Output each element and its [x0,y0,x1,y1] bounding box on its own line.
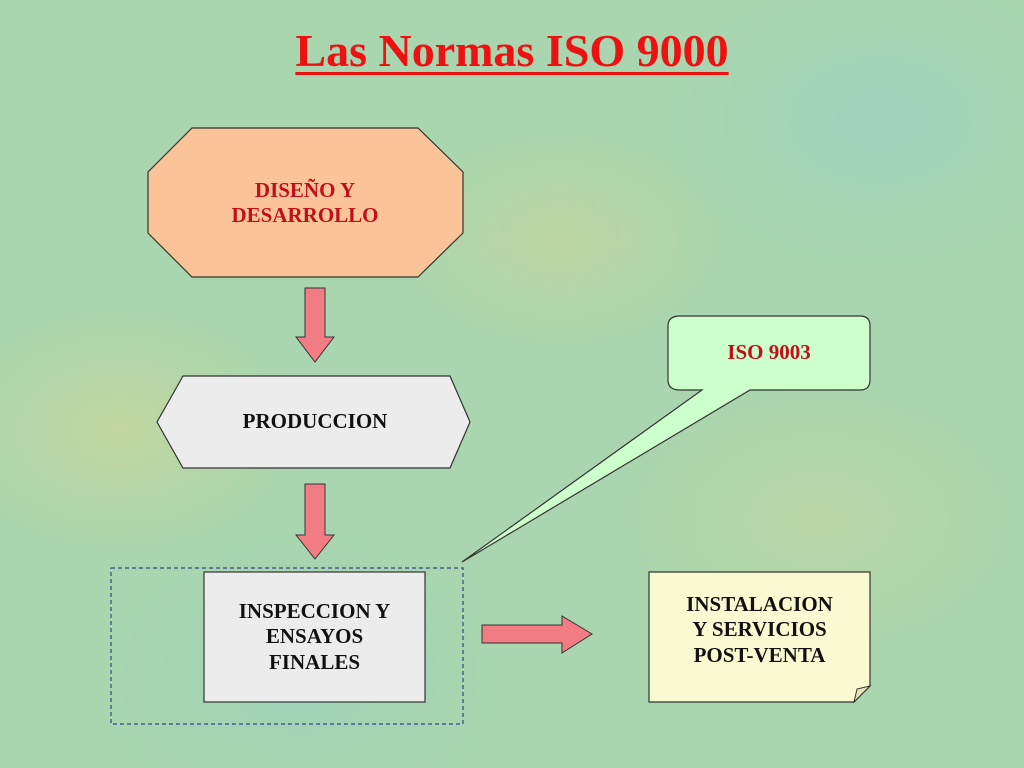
arrow-down-2 [294,483,336,560]
arrow-right [481,615,593,654]
installation-fold [853,685,872,704]
arrow-down-1 [294,287,336,363]
design-node [147,127,464,278]
iso9003-label-text: ISO 9003 [727,340,810,365]
inspection-dashed-frame [110,567,464,725]
label-line: DISEÑO Y [254,177,356,202]
label-line: ENSAYOS [265,624,364,649]
label-line: PRODUCCION [242,409,388,434]
label-line: INSTALACION [686,592,833,617]
label-line: DESARROLLO [231,203,379,227]
label-line: POST-VENTA [693,642,826,667]
production-label: PRODUCCION [170,376,460,468]
label-line: FINALES [268,649,361,674]
page-title: Las Normas ISO 9000 [295,25,729,76]
label-line: INSPECCION Y [238,599,391,624]
production-label-text: PRODUCCION [243,409,388,434]
iso9003-label: ISO 9003 [668,316,870,390]
label-line: ISO 9003 [727,340,811,365]
production-node [156,375,471,469]
iso9003-callout [461,315,871,563]
label-line: Y SERVICIOS [692,617,827,642]
inspection-node [203,571,426,703]
